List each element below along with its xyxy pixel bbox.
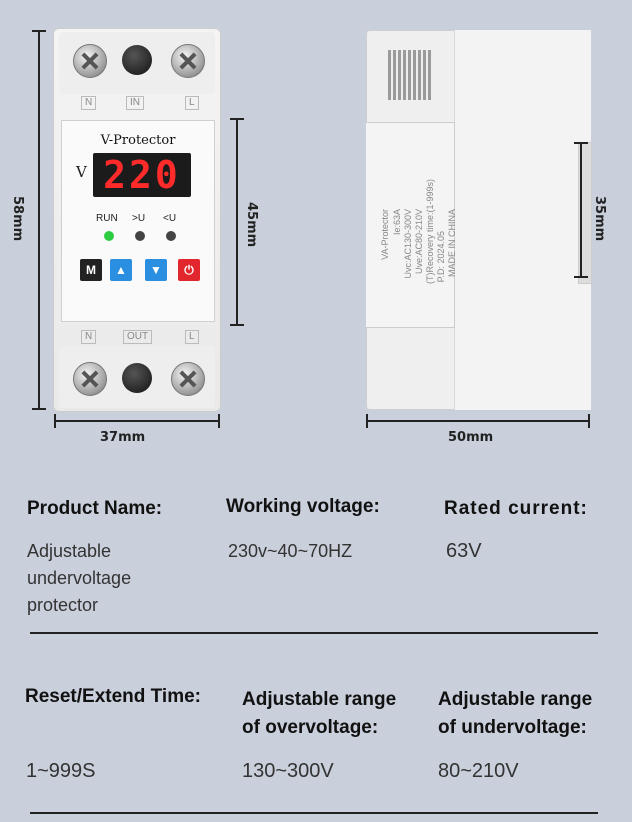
reset-time-heading: Reset/Extend Time:: [25, 686, 201, 707]
panel-height-dimension-line: [236, 118, 238, 326]
width-dimension-cap-right: [218, 414, 220, 428]
side-label-line: VA-Protector: [380, 209, 390, 260]
triangle-up-icon: ▲: [115, 263, 127, 277]
width-dimension-line: [54, 420, 220, 422]
side-label-line: MADE IN CHINA: [447, 209, 457, 278]
heading-line: of overvoltage:: [242, 717, 379, 738]
terminal-label-l-bottom: L: [185, 330, 199, 344]
value-line: protector: [27, 595, 99, 615]
divider: [30, 812, 598, 814]
side-label-line: Ie:63A: [392, 209, 402, 236]
run-indicator-label: RUN: [96, 213, 118, 224]
device-side-view: VA-Protector Ie:63A Uvc:AC130-300V Uve:A…: [366, 30, 592, 410]
overvoltage-led: [135, 231, 145, 241]
side-label-line: P.D: 2024.05: [436, 231, 446, 283]
undervoltage-range-heading: Adjustable range of undervoltage:: [438, 686, 592, 742]
product-name-value: Adjustable undervoltage protector: [27, 538, 131, 619]
panel-height-cap-top: [230, 118, 244, 120]
value-line: Adjustable: [27, 541, 112, 561]
working-voltage-heading: Working voltage:: [226, 496, 380, 517]
undervoltage-led: [166, 231, 176, 241]
screw-icon: [171, 362, 205, 396]
terminal-label-in: IN: [126, 96, 144, 110]
terminal-label-out: OUT: [123, 330, 153, 344]
side-label-line: Uvc:AC130-300V: [403, 209, 413, 279]
panel-height-dimension-label: 45mm: [244, 202, 259, 248]
height-dimension-line: [38, 30, 40, 410]
undervoltage-indicator-label: <U: [163, 213, 177, 224]
product-name-heading: Product Name:: [27, 498, 163, 519]
value-line: undervoltage: [27, 568, 132, 588]
overvoltage-indicator-label: >U: [132, 213, 146, 224]
bottom-terminal-block: [59, 346, 215, 408]
heading-line: Adjustable range: [242, 689, 397, 710]
height-dimension-cap-top: [32, 30, 46, 32]
screw-icon: [73, 44, 107, 78]
run-led: [104, 231, 114, 241]
depth-dimension-line: [366, 420, 590, 422]
overvoltage-range-heading: Adjustable range of overvoltage:: [242, 686, 396, 742]
up-button[interactable]: ▲: [110, 259, 132, 281]
rail-dimension-cap-top: [574, 142, 588, 144]
device-front-view: N IN L V-Protector V 220 RUN >U <U M ▲ ▼…: [53, 28, 221, 412]
divider: [30, 632, 598, 634]
panel-height-cap-bottom: [230, 324, 244, 326]
side-label-sticker: VA-Protector Ie:63A Uvc:AC130-300V Uve:A…: [366, 122, 457, 328]
power-button[interactable]: ⏻: [178, 259, 200, 281]
unit-label: V: [76, 163, 87, 181]
screw-icon: [122, 45, 152, 75]
rail-dimension-cap-bottom: [574, 276, 588, 278]
screw-icon: [73, 362, 107, 396]
voltage-display: 220: [93, 153, 191, 197]
mode-button[interactable]: M: [80, 259, 102, 281]
terminal-label-n-bottom: N: [81, 330, 97, 344]
screw-icon: [171, 44, 205, 78]
rated-current-heading: Rated current:: [444, 498, 588, 519]
reset-time-value: 1~999S: [26, 760, 96, 782]
control-panel: V-Protector V 220 RUN >U <U M ▲ ▼ ⏻: [61, 120, 215, 322]
depth-dimension-cap-right: [588, 414, 590, 428]
terminal-label-l: L: [185, 96, 199, 110]
qr-code-icon: [388, 50, 432, 100]
down-button[interactable]: ▼: [145, 259, 167, 281]
triangle-down-icon: ▼: [150, 263, 162, 277]
terminal-label-n: N: [81, 96, 97, 110]
overvoltage-range-value: 130~300V: [242, 760, 334, 782]
heading-line: of undervoltage:: [438, 717, 587, 738]
power-icon: ⏻: [184, 263, 194, 277]
depth-dimension-cap-left: [366, 414, 368, 428]
width-dimension-cap-left: [54, 414, 56, 428]
working-voltage-value: 230v~40~70HZ: [228, 541, 353, 561]
rail-dimension-label: 35mm: [592, 196, 607, 242]
screw-icon: [122, 363, 152, 393]
rated-current-value: 63V: [446, 540, 482, 562]
height-dimension-cap-bottom: [32, 408, 46, 410]
depth-dimension-label: 50mm: [448, 430, 494, 445]
side-label-line: (T)Recovery time:(1-999s): [425, 179, 435, 285]
brand-label: V-Protector: [100, 133, 176, 148]
width-dimension-label: 37mm: [100, 430, 146, 445]
rail-dimension-line: [580, 142, 582, 278]
heading-line: Adjustable range: [438, 689, 593, 710]
top-terminal-block: [59, 32, 215, 94]
undervoltage-range-value: 80~210V: [438, 760, 519, 782]
side-housing: [454, 30, 591, 410]
height-dimension-label: 58mm: [10, 196, 25, 242]
side-label-line: Uve:AC80-210V: [414, 209, 424, 275]
